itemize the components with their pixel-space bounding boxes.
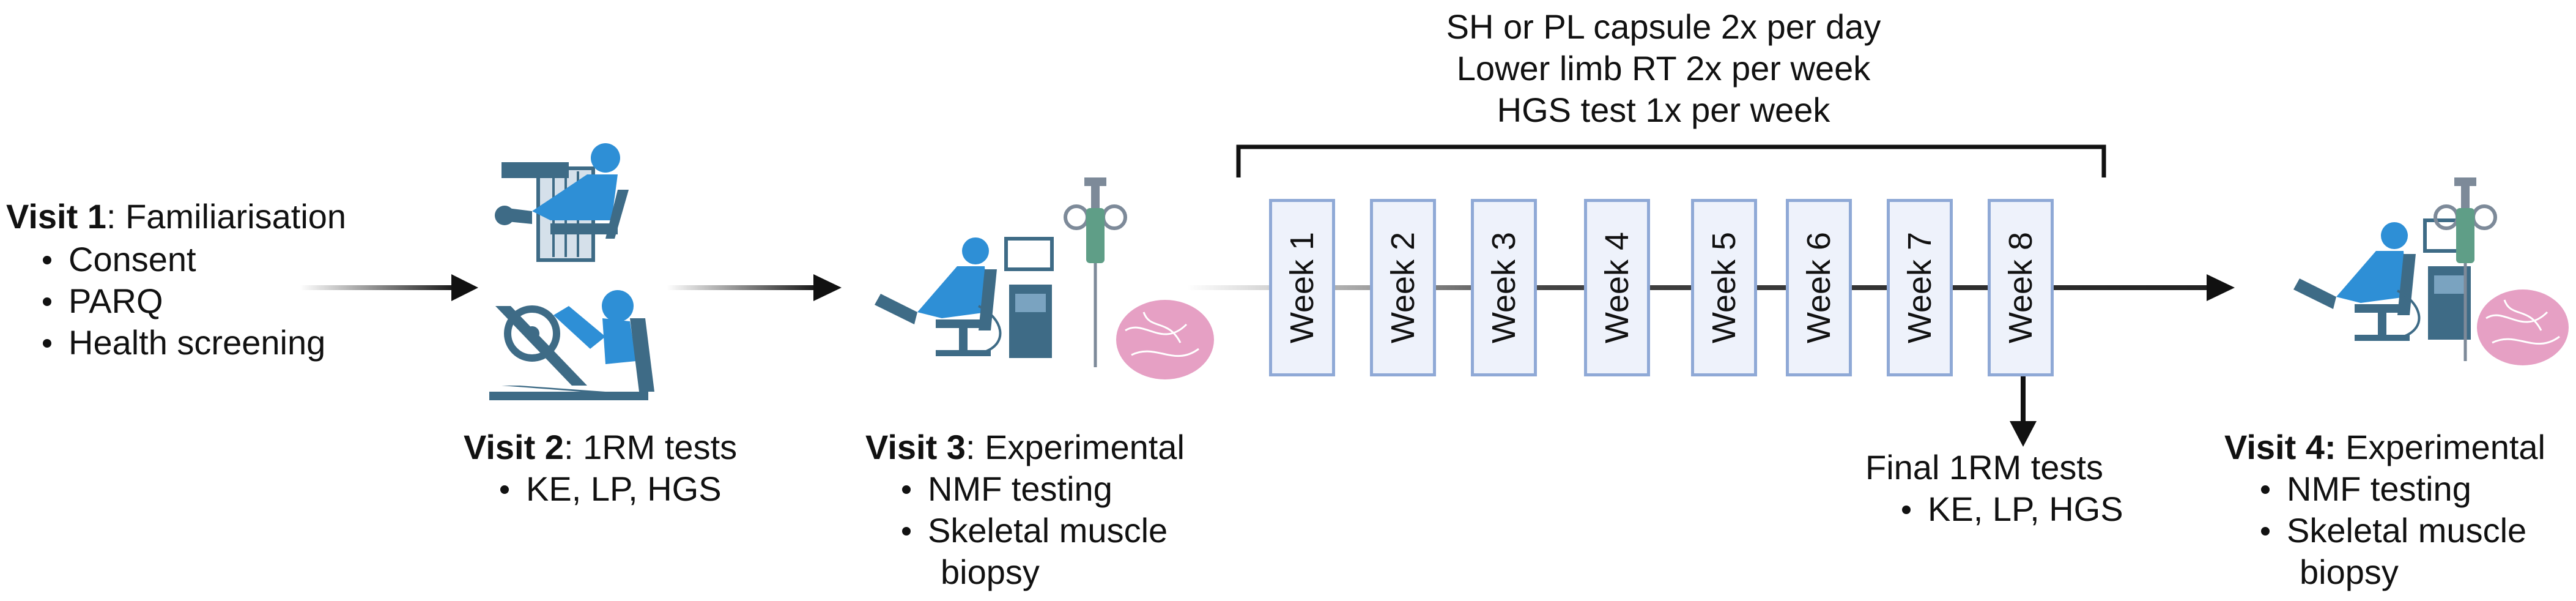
nmf-testing-station-icon <box>875 237 1054 358</box>
week-label: Week 1 <box>1284 231 1320 344</box>
nmf-testing-station-icon <box>2293 218 2473 341</box>
week-label: Week 8 <box>2002 231 2039 344</box>
visit2-list: KE, LP, HGS <box>482 468 722 510</box>
week-box-6: Week 6 <box>1786 199 1852 376</box>
header-line-2: Lower limb RT 2x per week <box>1456 49 1871 88</box>
visit4-title: Visit 4: Experimental <box>2224 428 2545 466</box>
week-box-7: Week 7 <box>1887 199 1953 376</box>
list-item: Skeletal muscle <box>884 510 1168 551</box>
visit3-title: Visit 3: Experimental <box>865 428 1185 466</box>
final-1rm-list: KE, LP, HGS <box>1884 488 2123 530</box>
list-item: KE, LP, HGS <box>1884 488 2123 530</box>
week-box-8: Week 8 <box>1988 199 2054 376</box>
week-box-5: Week 5 <box>1691 199 1757 376</box>
muscle-tissue-icon <box>1116 300 1214 379</box>
list-item: PARQ <box>24 280 325 322</box>
leg-press-machine-icon <box>489 290 654 400</box>
visit2-title: Visit 2: 1RM tests <box>464 428 738 466</box>
week-label: Week 2 <box>1385 231 1421 344</box>
visit1-title: Visit 1: Familiarisation <box>6 197 347 236</box>
week-label: Week 5 <box>1706 231 1742 344</box>
week-label: Week 6 <box>1801 231 1837 344</box>
arrow-visit2-to-visit3 <box>667 274 842 301</box>
list-item: NMF testing <box>884 468 1168 510</box>
visit4-list: NMF testing Skeletal muscle <box>2243 468 2526 551</box>
arrow-week8-to-final <box>2010 376 2037 447</box>
week-box-4: Week 4 <box>1584 199 1650 376</box>
weeks-bracket <box>1236 144 2106 177</box>
week-box-1: Week 1 <box>1269 199 1335 376</box>
week-label: Week 7 <box>1901 231 1938 344</box>
week-label: Week 3 <box>1486 231 1522 344</box>
list-item: Health screening <box>24 322 325 364</box>
week-box-2: Week 2 <box>1370 199 1436 376</box>
list-item: Skeletal muscle <box>2243 510 2526 551</box>
arrow-visit1-to-visit2 <box>300 274 478 301</box>
header-line-3: HGS test 1x per week <box>1497 91 1830 129</box>
final-1rm-title: Final 1RM tests <box>1865 448 2103 487</box>
leg-extension-machine-icon <box>495 143 629 262</box>
list-item: KE, LP, HGS <box>482 468 722 510</box>
week-label: Week 4 <box>1599 231 1635 344</box>
list-item: NMF testing <box>2243 468 2526 510</box>
biopsy-needle-icon <box>2434 177 2497 361</box>
muscle-tissue-icon <box>2477 289 2569 365</box>
header-line-1: SH or PL capsule 2x per day <box>1446 7 1881 46</box>
visit3-list: NMF testing Skeletal muscle <box>884 468 1168 551</box>
week-box-3: Week 3 <box>1471 199 1537 376</box>
visit4-list-continuation: biopsy <box>2300 553 2399 591</box>
visit3-list-continuation: biopsy <box>941 553 1040 591</box>
list-item: Consent <box>24 239 325 280</box>
biopsy-needle-icon <box>1064 177 1127 367</box>
visit1-list: Consent PARQ Health screening <box>24 239 325 364</box>
